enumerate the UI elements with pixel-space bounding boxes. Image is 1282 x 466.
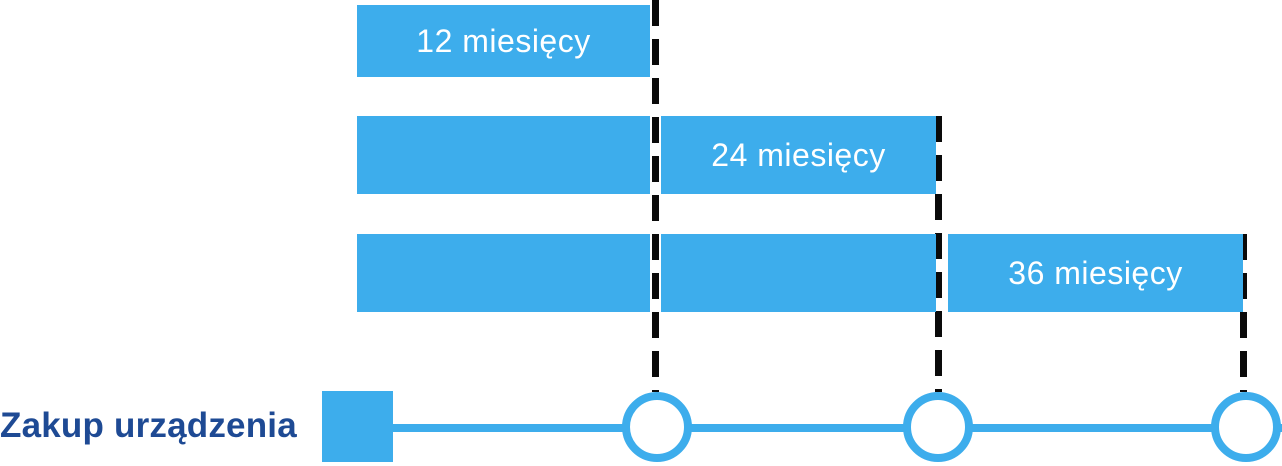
milestone-connector-12: [652, 0, 659, 392]
bar-12-months: 12 miesięcy: [357, 5, 650, 77]
milestone-marker-24: [903, 392, 973, 462]
bar-36-months-segment-2: [661, 234, 936, 312]
bar-24-months-segment-2: 24 miesięcy: [661, 116, 936, 194]
timeline-start-marker: [322, 391, 393, 462]
bar-36-months-segment-1: [357, 234, 650, 312]
milestone-connector-24: [935, 116, 942, 392]
bar-24-months-segment-1: [357, 116, 650, 194]
purchase-event-label: Zakup urządzenia: [0, 406, 297, 445]
bar-label-36: 36 miesięcy: [1008, 254, 1183, 291]
milestone-marker-12: [622, 392, 692, 462]
milestone-marker-36: [1211, 392, 1281, 462]
bar-label-24: 24 miesięcy: [711, 136, 886, 173]
bar-label-12: 12 miesięcy: [416, 22, 591, 59]
bar-36-months-segment-3: 36 miesięcy: [948, 234, 1243, 312]
timeline-axis: [393, 424, 1282, 432]
milestone-connector-36: [1240, 234, 1247, 392]
